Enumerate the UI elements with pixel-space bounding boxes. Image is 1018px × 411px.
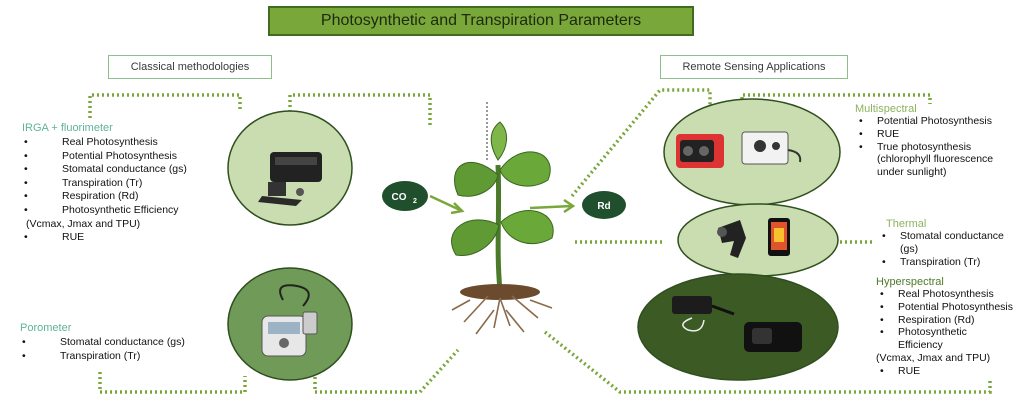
list-item: RUE (22, 231, 232, 245)
porometer-list: Stomatal conductance (gs) Transpiration … (20, 336, 240, 363)
hyperspectral-title: Hyperspectral (876, 276, 944, 288)
hyperspectral-note: (Vcmax, Jmax and TPU) (876, 351, 991, 364)
hyperspectral-extra-list: RUE (876, 365, 1014, 378)
porometer-title: Porometer (20, 322, 72, 334)
list-item: Real Photosynthesis (22, 136, 232, 150)
list-item: True photosynthesis (chlorophyll fluores… (855, 141, 1000, 179)
list-item: Photosynthetic Efficiency (22, 204, 232, 218)
remote-sensing-label: Remote Sensing Applications (660, 55, 848, 79)
list-item: Respiration (Rd) (22, 190, 232, 204)
list-item: Transpiration (Tr) (20, 350, 240, 364)
list-item: RUE (855, 128, 1000, 141)
hyperspectral-camera-icon (672, 296, 802, 352)
thermal-camera-icon (717, 218, 790, 258)
list-item: Stomatal conductance (gs) (22, 163, 232, 177)
list-item: Stomatal conductance (gs) (878, 230, 1010, 256)
list-item: Stomatal conductance (gs) (20, 336, 240, 350)
plant-icon (451, 121, 554, 335)
co2-badge (382, 181, 428, 211)
thermal-section: Thermal Stomatal conductance (gs) Transp… (878, 218, 1010, 268)
multispectral-list: Potential Photosynthesis RUE True photos… (855, 115, 1000, 179)
co2-label: CO (392, 192, 407, 203)
page-title: Photosynthetic and Transpiration Paramet… (268, 6, 694, 36)
hyperspectral-circle (637, 273, 839, 381)
page-title-text: Photosynthetic and Transpiration Paramet… (320, 12, 642, 29)
irga-device-icon (258, 152, 322, 206)
list-item: RUE (876, 365, 1014, 378)
rd-badge (582, 191, 626, 219)
rd-label: Rd (597, 201, 610, 212)
multispectral-camera-icon (676, 131, 802, 168)
list-item: Transpiration (Tr) (22, 177, 232, 191)
irga-note: (Vcmax, Jmax and TPU) (26, 217, 141, 230)
list-item: Photosynthetic Efficiency (876, 326, 1014, 352)
list-item: Transpiration (Tr) (878, 256, 1010, 269)
list-item: Potential Photosynthesis (855, 115, 1000, 128)
irga-title: IRGA + fluorimeter (22, 122, 113, 134)
multispectral-title: Multispectral (855, 103, 917, 115)
irga-extra-list: RUE (22, 231, 232, 245)
thermal-circle (677, 203, 839, 277)
hyperspectral-section: Hyperspectral Real Photosynthesis Potent… (876, 276, 1014, 378)
porometer-section: Porometer Stomatal conductance (gs) Tran… (20, 322, 240, 363)
irga-section: IRGA + fluorimeter Real Photosynthesis P… (22, 122, 232, 245)
co2-subscript: 2 (413, 198, 417, 205)
list-item: Potential Photosynthesis (876, 301, 1014, 314)
list-item: Real Photosynthesis (876, 288, 1014, 301)
multispectral-section: Multispectral Potential Photosynthesis R… (855, 103, 1000, 179)
thermal-list: Stomatal conductance (gs) Transpiration … (878, 230, 1010, 268)
list-item: Respiration (Rd) (876, 314, 1014, 327)
classical-methodologies-label: Classical methodologies (108, 55, 272, 79)
hyperspectral-list: Real Photosynthesis Potential Photosynth… (876, 288, 1014, 352)
irga-list: Real Photosynthesis Potential Photosynth… (22, 136, 232, 218)
thermal-title: Thermal (886, 218, 927, 230)
list-item: Potential Photosynthesis (22, 150, 232, 164)
porometer-device-icon (261, 284, 318, 357)
